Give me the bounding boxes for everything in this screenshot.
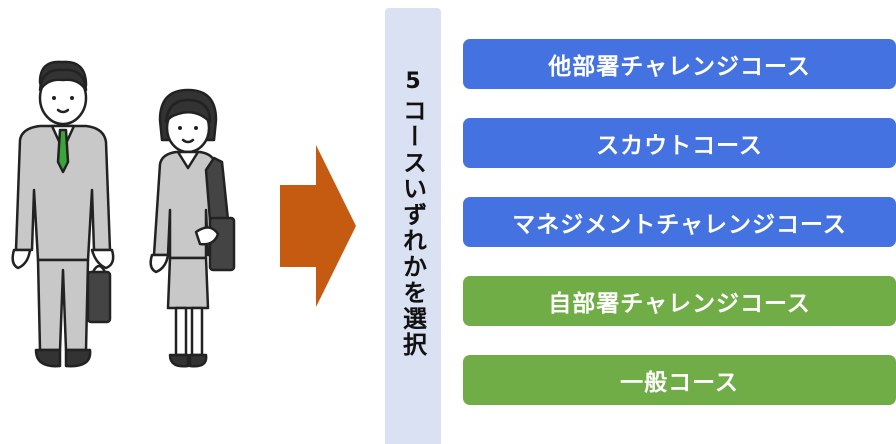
business-people-illustration bbox=[11, 60, 236, 368]
course-scout: スカウトコース bbox=[463, 118, 896, 168]
businesswoman-figure bbox=[149, 88, 236, 368]
selection-instruction: コースいずれかを選択 bbox=[398, 98, 427, 358]
course-list: 他部署チャレンジコース スカウトコース マネジメントチャレンジコース 自部署チャ… bbox=[463, 39, 896, 434]
course-count: 5 bbox=[405, 69, 421, 94]
course-general: 一般コース bbox=[463, 355, 896, 405]
course-own-department-challenge: 自部署チャレンジコース bbox=[463, 276, 896, 326]
course-selection-label: 5 コースいずれかを選択 bbox=[385, 8, 441, 444]
course-other-department-challenge: 他部署チャレンジコース bbox=[463, 39, 896, 89]
right-arrow-icon bbox=[280, 145, 356, 307]
businessman-figure bbox=[11, 60, 115, 368]
course-management-challenge: マネジメントチャレンジコース bbox=[463, 197, 896, 247]
